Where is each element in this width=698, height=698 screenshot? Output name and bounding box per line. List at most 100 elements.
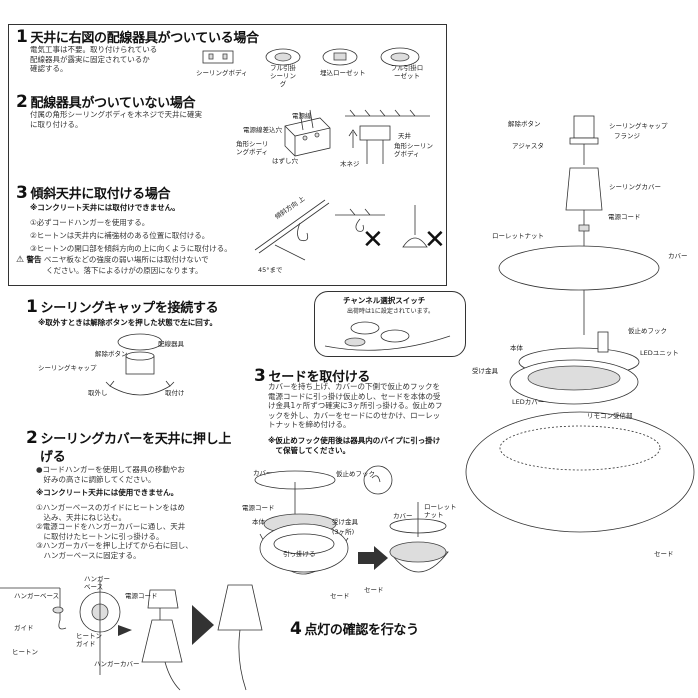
- part-temp-hook: 仮止めフック: [628, 327, 667, 335]
- step1-label-cap: シーリングキャップ: [38, 364, 97, 372]
- shade-install-diagram: [254, 465, 449, 575]
- s2-label-body: 角形シーリングボディ: [236, 140, 269, 156]
- full-hook-ceiling-icon: [265, 48, 301, 66]
- s2-title: 配線器具がついていない場合: [30, 96, 196, 111]
- step2-label-hanger-base: ハンガーベース: [14, 592, 60, 600]
- step3-label-knurled-nut: ローレットナット: [424, 503, 457, 519]
- part-cover: カバー: [668, 252, 688, 260]
- step2-title: シーリングカバーを天井に押し上: [40, 432, 232, 447]
- step2-label-heaton-guide: ヒートンガイド: [76, 632, 102, 648]
- s1-text: 電気工事は不要。取り付けられている配線器具が露実に固定されているか確認する。: [30, 45, 158, 73]
- channel-switch-title: チャンネル選択スイッチ: [343, 296, 426, 305]
- part-adjuster: アジャスタ: [512, 142, 544, 150]
- s3-caution: ⚠ 警告 ベニヤ板などの強度の弱い場所には取付けないで ください。落下によるけが…: [16, 255, 209, 275]
- step4-title: 点灯の確認を行なう: [304, 623, 420, 638]
- channel-switch-callout: チャンネル選択スイッチ 出荷時は1に設定されています。: [314, 291, 466, 357]
- s2-label-screw: 木ネジ: [340, 160, 360, 168]
- step3-text: カバーを持ち上げ、カバーの下側で仮止めフックを電源コードに引っ掛け仮止めし、セー…: [268, 382, 443, 429]
- s2-text: 付属の角形シーリングボディを木ネジで天井に確実に取り付ける。: [30, 110, 202, 129]
- s2-label-release-hole: はずし穴: [272, 157, 298, 165]
- max-angle-label: 45°まで: [258, 266, 283, 274]
- part-bracket: 受け金具: [472, 367, 498, 375]
- s2-label-power-wire: 電源線: [292, 112, 312, 120]
- step3-label-body: 本体: [252, 518, 265, 526]
- step1-number: 1: [26, 297, 38, 317]
- step3-label-temp-hook: 仮止めフック: [336, 470, 375, 478]
- part-body: 本体: [510, 344, 523, 352]
- channel-switch-sub: 出荷時は1に設定されています。: [347, 308, 435, 315]
- fixture-label-3: 埋込ローゼット: [320, 69, 366, 77]
- ceiling-body-icon: [202, 50, 234, 64]
- step3-label-count: (3ヶ所): [332, 528, 355, 536]
- installation-conditions-box: [8, 24, 447, 286]
- step1-label-fixture: 配線器具: [158, 340, 184, 348]
- step2-label-heaton: ヒートン: [12, 648, 38, 656]
- fixture-label-4: フル引掛ローゼット: [390, 64, 424, 80]
- cord-hanger-diagram: [0, 580, 263, 691]
- sloped-ceiling-diagram: [254, 199, 428, 261]
- s1-title: 天井に右図の配線器具がついている場合: [30, 31, 260, 46]
- part-remote-receiver: リモコン受信部: [587, 412, 633, 420]
- x-mark-1: ✕: [362, 225, 384, 255]
- s2-label-ceiling: 天井: [398, 132, 411, 140]
- step2-label-power-cord: 電源コード: [125, 592, 158, 600]
- step1-label-attach: 取付け: [165, 389, 185, 397]
- step2-steps: ①ハンガーベースのガイドにヒートンをはめ 込み、天井にねじ込む。 ②電源コードを…: [36, 503, 193, 560]
- part-flange: フランジ: [614, 132, 640, 140]
- part-ceiling-cap: シーリングキャップ: [609, 122, 668, 130]
- step2-label-hanger-cover: ハンガーカバー: [94, 660, 140, 668]
- embedded-rosette-icon: [322, 48, 358, 66]
- part-ceiling-cover: シーリングカバー: [609, 183, 661, 191]
- s2-label-insert-hole: 電源線差込穴: [243, 126, 282, 134]
- fixture-label-1: シーリングボディ: [196, 69, 248, 77]
- step3-label-shade: セード: [330, 592, 350, 600]
- step2-warning: ※コンクリート天井には使用できません。: [36, 488, 179, 497]
- step3-label-power-cord: 電源コード: [242, 504, 275, 512]
- step4-number: 4: [290, 619, 302, 639]
- fixture-label-2: フル引掛シーリング: [270, 64, 296, 88]
- fixture-icons: [202, 47, 420, 67]
- square-ceiling-body-diagram: [284, 109, 430, 164]
- step3-label-bracket: 受け金具: [332, 518, 358, 526]
- step3-label-shade-2: セード: [364, 586, 384, 594]
- step2-label-guide: ガイド: [14, 624, 34, 632]
- step1-label-release: 解除ボタン: [95, 350, 128, 358]
- part-shade: セード: [654, 550, 674, 558]
- step3-title: セードを取付ける: [268, 370, 371, 385]
- channel-switch-drawing: [324, 321, 451, 351]
- s3-title: 傾斜天井に取付ける場合: [30, 187, 171, 202]
- part-release-button: 解除ボタン: [508, 120, 541, 128]
- step1-label-remove: 取外し: [88, 389, 108, 397]
- step3-label-cover: カバー: [253, 469, 273, 477]
- step2-label-hanger-base-2: ハンガーベース: [84, 575, 110, 591]
- s2-label-body2: 角形シーリングボディ: [394, 142, 433, 158]
- step1-note: ※取外すときは解除ボタンを押した状態で左に回す。: [38, 318, 218, 327]
- step3-number: 3: [254, 366, 266, 386]
- s3-steps: ①必ずコードハンガーを使用する。②ヒートンは天井内に補強材のある位置に取付ける。…: [30, 218, 232, 253]
- step2-heading-line2: げる: [40, 450, 66, 465]
- step3-label-cover-2: カバー: [393, 512, 413, 520]
- s3-number: 3: [16, 183, 28, 203]
- part-led-cover: LEDカバー: [512, 398, 545, 406]
- caution-label: 警告: [26, 255, 42, 264]
- part-power-cord: 電源コード: [608, 213, 641, 221]
- parts-diagram: [465, 115, 695, 533]
- s1-number: 1: [16, 27, 28, 47]
- s2-number: 2: [16, 92, 28, 112]
- part-knurled-nut: ローレットナット: [492, 232, 544, 240]
- step3-warning: ※仮止めフック使用後は器具内のパイプに引っ掛け て保管してください。: [268, 436, 441, 455]
- step3-label-hook-on: 引っ掛ける: [283, 550, 316, 558]
- step2-text: ●コードハンガーを使用して器具の移動やお 好みの高さに調節してください。: [36, 465, 185, 484]
- part-led-unit: LEDユニット: [640, 349, 679, 357]
- step1-title: シーリングキャップを接続する: [40, 301, 219, 316]
- full-hook-rosette-icon: [380, 47, 420, 67]
- s3-warning: ※コンクリート天井には取付けできません。: [30, 203, 180, 212]
- step2-number: 2: [26, 428, 38, 448]
